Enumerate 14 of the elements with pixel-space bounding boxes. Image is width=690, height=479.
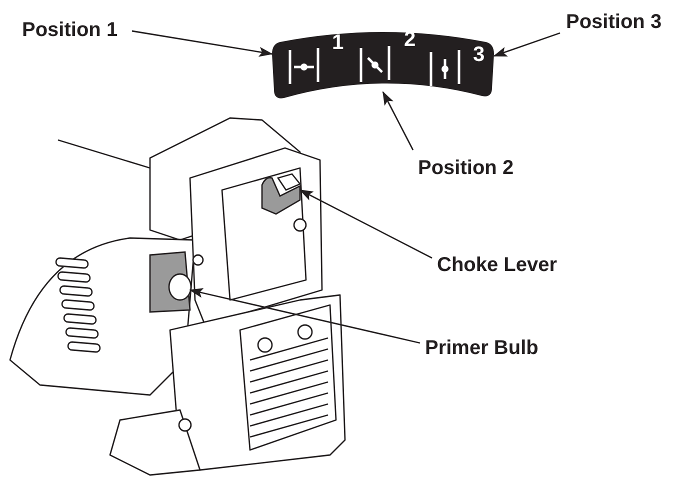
callout-label: Position 3 bbox=[566, 12, 662, 32]
leader-line bbox=[189, 288, 420, 344]
callout-label: Position 2 bbox=[418, 158, 514, 178]
choke-lever bbox=[261, 173, 302, 215]
callout-label: Choke Lever bbox=[437, 255, 558, 275]
primer-bulb bbox=[149, 251, 192, 313]
callout-label: Position 1 bbox=[22, 20, 118, 40]
position-number: 1 bbox=[332, 32, 344, 53]
leader-line bbox=[493, 32, 560, 57]
leader-line bbox=[299, 189, 432, 259]
position-number: 3 bbox=[473, 44, 485, 65]
leader-line bbox=[382, 91, 414, 150]
callout-label: Primer Bulb bbox=[425, 338, 538, 358]
leader-line bbox=[132, 30, 273, 57]
